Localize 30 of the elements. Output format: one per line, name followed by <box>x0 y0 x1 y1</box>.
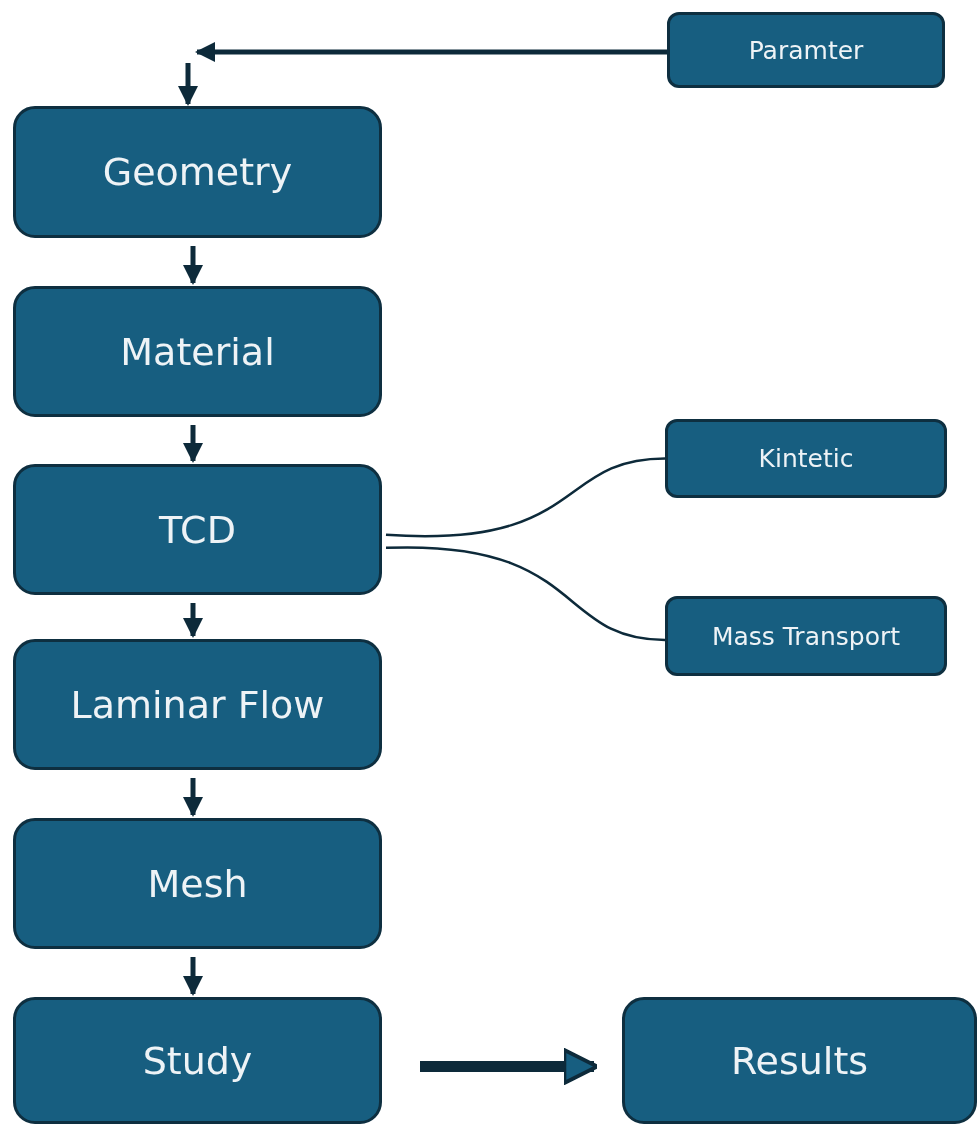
process-box <box>665 596 947 676</box>
box-label: Results <box>730 1038 869 1083</box>
process-box <box>667 12 945 88</box>
arrow <box>183 603 203 638</box>
process-box <box>622 997 977 1124</box>
box-label: Paramter <box>748 35 864 65</box>
process-box <box>13 997 382 1124</box>
process-box <box>13 464 382 595</box>
process-box <box>13 818 382 949</box>
process-box <box>13 106 382 238</box>
arrow <box>183 778 203 817</box>
box-label: Mass Transport <box>711 621 901 651</box>
connector-line <box>386 546 666 642</box>
box-label: Mesh <box>147 861 248 906</box>
connector-line <box>385 457 666 538</box>
arrow <box>195 42 667 62</box>
box-label: Study <box>142 1038 253 1083</box>
arrow <box>183 425 203 463</box>
arrow <box>183 957 203 996</box>
box-label: Geometry <box>102 150 293 194</box>
process-box <box>665 419 947 498</box>
arrow <box>178 63 198 106</box>
box-label: TCD <box>159 507 236 552</box>
box-label: Laminar Flow <box>70 682 325 727</box>
block-arrow <box>420 1048 600 1085</box>
process-box <box>13 639 382 770</box>
box-label: Kintetic <box>758 444 854 473</box>
process-box <box>13 286 382 417</box>
arrow <box>183 246 203 285</box>
box-label: Material <box>120 329 275 374</box>
